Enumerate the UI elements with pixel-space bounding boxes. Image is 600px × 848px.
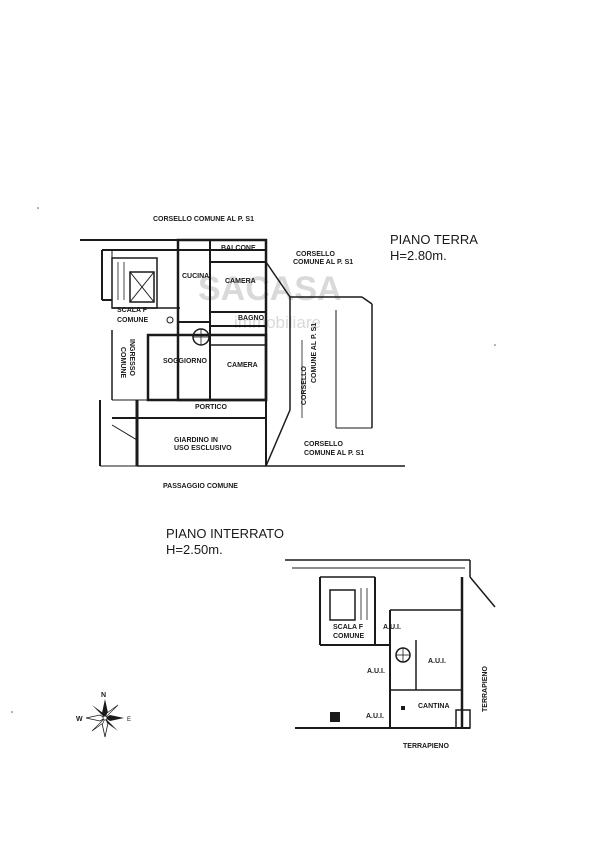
basement-height: H=2.50m. — [166, 542, 223, 557]
label-ingresso: INGRESSO — [128, 339, 135, 377]
compass-e: E — [127, 717, 131, 723]
basement-plan — [285, 559, 496, 729]
label-corsello-right-2: COMUNE AL P. S1 — [293, 259, 353, 266]
basement-label-scala-comune: COMUNE — [333, 633, 364, 640]
label-ingresso-comune: COMUNE — [119, 347, 126, 378]
label-scala-comune: COMUNE — [117, 317, 148, 324]
label-giardino: GIARDINO IN — [174, 437, 218, 444]
basement-label-scala: SCALA F — [333, 624, 364, 631]
basement-label-aui-2: A.U.I. — [428, 658, 446, 665]
label-corsello-bottom-1: CORSELLO — [304, 441, 343, 448]
compass-n: N — [101, 692, 106, 699]
label-camera-2: CAMERA — [227, 362, 258, 369]
label-cucina: CUCINA — [182, 273, 209, 280]
label-corsello-right-1: CORSELLO — [296, 251, 335, 258]
label-corsello-vertical-2: COMUNE AL P. S1 — [311, 323, 318, 383]
watermark-sub: immobiliare — [234, 313, 321, 332]
basement-title: PIANO INTERRATO — [166, 526, 284, 541]
label-balcone: BALCONE — [221, 245, 256, 252]
label-camera-1: CAMERA — [225, 278, 256, 285]
basement-label-aui-3: A.U.I. — [367, 668, 385, 675]
label-soggiorno: SOGGIORNO — [163, 358, 208, 365]
label-portico: PORTICO — [195, 404, 227, 411]
basement-label-terrapieno-right: TERRAPIENO — [482, 666, 489, 712]
label-corsello-bottom-2: COMUNE AL P. S1 — [304, 450, 364, 457]
label-giardino-2: USO ESCLUSIVO — [174, 445, 232, 452]
basement-label-cantina: CANTINA — [418, 703, 450, 710]
compass-rose-icon — [85, 699, 124, 738]
label-corsello-top: CORSELLO COMUNE AL P. S1 — [153, 216, 254, 223]
basement-label-terrapieno-bottom: TERRAPIENO — [403, 743, 449, 750]
ground-floor-title: PIANO TERRA — [390, 232, 478, 247]
watermark-brand: SACASA — [198, 270, 342, 308]
basement-label-aui-4: A.U.I. — [366, 713, 384, 720]
ground-floor-height: H=2.80m. — [390, 248, 447, 263]
label-bagno: BAGNO — [238, 315, 265, 322]
basement-label-aui-1: A.U.I. — [383, 624, 401, 631]
label-corsello-vertical-1: CORSELLO — [301, 366, 308, 405]
label-passaggio: PASSAGGIO COMUNE — [163, 483, 238, 490]
ground-floor-plan — [80, 238, 405, 467]
label-scala: SCALA F — [117, 307, 148, 314]
compass-w: W — [76, 716, 83, 723]
